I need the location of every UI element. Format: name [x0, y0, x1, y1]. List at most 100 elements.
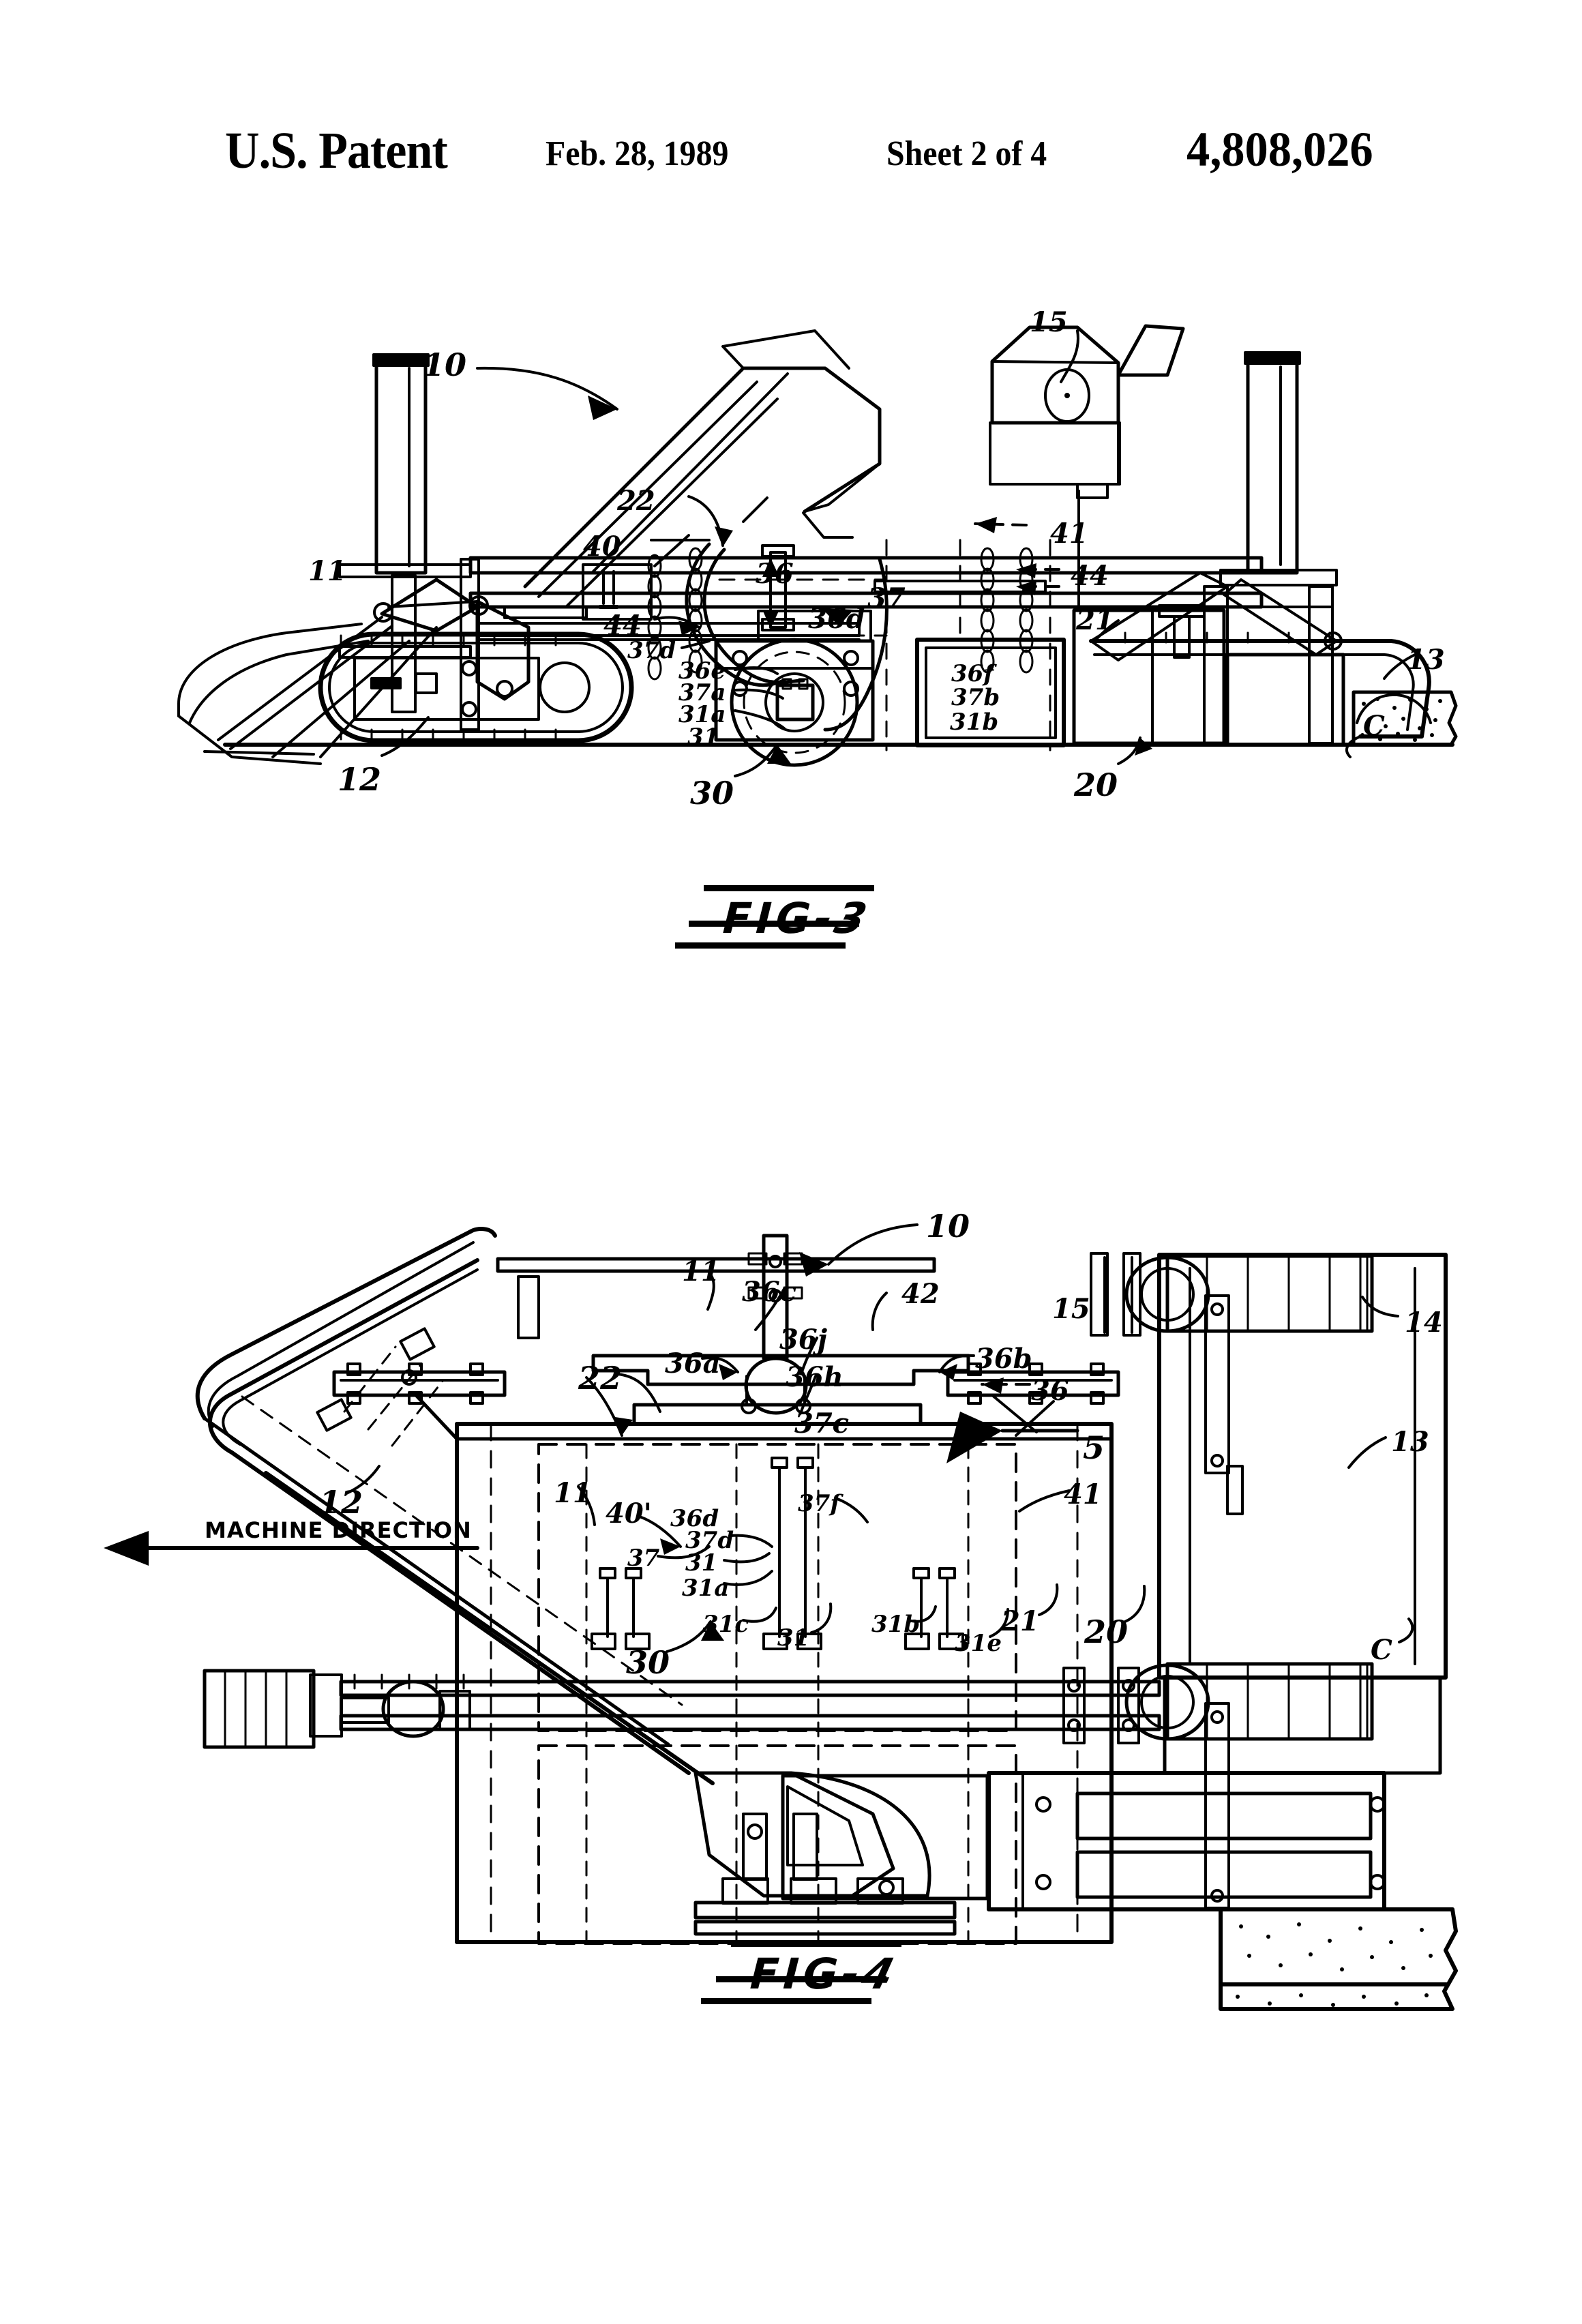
reference-numeral-41: 41 — [1064, 1478, 1102, 1510]
reference-numeral-C: C — [1363, 710, 1385, 742]
reference-numeral-37d: 37d — [627, 637, 676, 664]
reference-numeral-21: 21 — [1001, 1605, 1039, 1637]
reference-numeral-15: 15 — [1052, 1293, 1090, 1325]
center-assembly-30 — [685, 542, 889, 767]
patent-header: U.S. Patent Feb. 28, 1989 Sheet 2 of 4 4… — [0, 121, 1582, 203]
patent-date: Feb. 28, 1989 — [546, 134, 729, 173]
caption-rule-mid-4 — [716, 1976, 886, 1982]
reference-numeral-11: 11 — [554, 1477, 592, 1509]
reference-numeral-30: 30 — [626, 1644, 670, 1681]
reference-numeral-36: 36 — [756, 558, 794, 590]
upper-hopper-15 — [989, 324, 1185, 486]
hopper-11 — [582, 563, 653, 621]
right-crawler-track — [1089, 631, 1432, 739]
reference-numeral-36h: 36h — [786, 1361, 844, 1393]
center-gearbox — [591, 1354, 970, 1426]
reference-numeral-42: 42 — [901, 1278, 940, 1310]
machine-direction-label: MACHINE DIRECTION — [205, 1517, 472, 1543]
reference-numeral-37d: 37d — [685, 1527, 734, 1554]
reference-numeral-10: 10 — [423, 346, 467, 383]
reference-numeral-36f: 36f — [951, 660, 994, 687]
reference-numeral-12: 12 — [338, 761, 382, 798]
caption-rule-bottom — [675, 942, 846, 949]
reference-numeral-44: 44 — [1071, 560, 1109, 592]
main-frame — [468, 556, 1264, 641]
reference-numeral-31a: 31a — [678, 701, 726, 728]
reference-numeral-40: 40 — [583, 531, 621, 563]
reference-numeral-11: 11 — [682, 1255, 720, 1287]
left-mast — [338, 353, 480, 731]
reference-numeral-15: 15 — [1030, 306, 1068, 338]
reference-numeral-13: 13 — [1391, 1426, 1429, 1458]
reference-numeral-31c: 31c — [702, 1611, 749, 1638]
right-mast — [1203, 351, 1338, 745]
reference-numeral-31: 31 — [685, 1549, 718, 1577]
patent-number: 4,808,026 — [1186, 122, 1373, 177]
leader-lines — [380, 329, 1416, 777]
reference-numeral-31e: 31e — [955, 1630, 1002, 1657]
reference-numeral-36d: 36d — [808, 603, 865, 635]
right-control-box — [915, 638, 1066, 747]
reference-numeral-5: 5 — [1083, 1429, 1105, 1466]
figure-4-caption: FIG-4 — [743, 1949, 904, 1999]
caption-rule-top — [704, 885, 874, 891]
reference-numeral-41: 41 — [1050, 518, 1088, 550]
leader-lines-4 — [345, 1223, 1414, 1653]
reference-numeral-37a: 37a — [678, 679, 726, 706]
reference-numeral-37c: 37c — [794, 1407, 850, 1440]
reference-numeral-30: 30 — [690, 775, 734, 811]
section-line-5 — [1000, 1400, 1079, 1437]
figure-3-caption: FIG-3 — [716, 893, 876, 943]
reference-numeral-21: 21 — [1076, 604, 1114, 636]
reference-numeral-31b: 31b — [950, 709, 999, 736]
concrete-plan — [1219, 1907, 1458, 2011]
reference-numeral-13: 13 — [1407, 644, 1445, 676]
reference-numeral-37f: 37f — [798, 1490, 840, 1517]
reference-numeral-20: 20 — [1074, 766, 1118, 803]
rear-support-arms — [1090, 571, 1343, 661]
inclined-conveyor — [523, 329, 882, 608]
reference-numeral-37: 37 — [867, 582, 906, 614]
left-crawler-plan — [203, 1669, 471, 1749]
figure-4-drawing — [104, 1223, 1458, 2011]
arrowheads — [588, 396, 1152, 764]
inclined-conveyor-plan — [195, 1227, 715, 1785]
reference-numeral-14: 14 — [1405, 1307, 1443, 1339]
top-frame-beam — [496, 1234, 936, 1360]
reference-numeral-36a: 36a — [665, 1347, 721, 1380]
reference-numeral-31b: 31b — [871, 1611, 921, 1638]
figure-3-drawing — [177, 324, 1458, 777]
reference-numeral-36d: 36d — [670, 1505, 719, 1532]
rear-chassis-plan — [987, 1771, 1386, 1911]
right-conveyor-13 — [1124, 1662, 1374, 1909]
reference-numeral-36b: 36b — [975, 1343, 1032, 1375]
reference-numeral-22: 22 — [578, 1360, 623, 1397]
arrowheads-4 — [615, 1252, 1004, 1641]
sheet-number: Sheet 2 of 4 — [886, 134, 1047, 173]
reference-numeral-20: 20 — [1084, 1613, 1129, 1650]
front-blade — [177, 616, 438, 765]
reference-numeral-11: 11 — [308, 555, 346, 587]
reference-numeral-40prime: 40' — [606, 1498, 652, 1530]
lower-base-rails — [693, 1813, 957, 1936]
caption-rule-top-4 — [731, 1941, 901, 1947]
reference-numeral-22: 22 — [617, 485, 655, 517]
right-conveyor-14 — [1090, 1252, 1374, 1515]
reference-numeral-37: 37 — [627, 1545, 660, 1572]
reference-numeral-36e: 36e — [678, 657, 726, 685]
caption-rule-bottom-4 — [701, 1998, 871, 2004]
patent-office-title: U.S. Patent — [225, 122, 448, 179]
reference-numeral-36: 36 — [1031, 1375, 1069, 1407]
machine-direction-arrowhead — [104, 1531, 149, 1566]
rear-chassis — [1072, 483, 1345, 747]
reference-numeral-C: C — [1371, 1634, 1392, 1666]
section-arrow-5 — [946, 1412, 1002, 1463]
reference-numeral-37b: 37b — [951, 684, 1000, 711]
reference-numeral-31: 31 — [777, 1624, 810, 1652]
reference-numeral-44: 44 — [603, 610, 642, 642]
concrete-slab — [1352, 690, 1458, 747]
caption-rule-mid — [689, 921, 859, 927]
